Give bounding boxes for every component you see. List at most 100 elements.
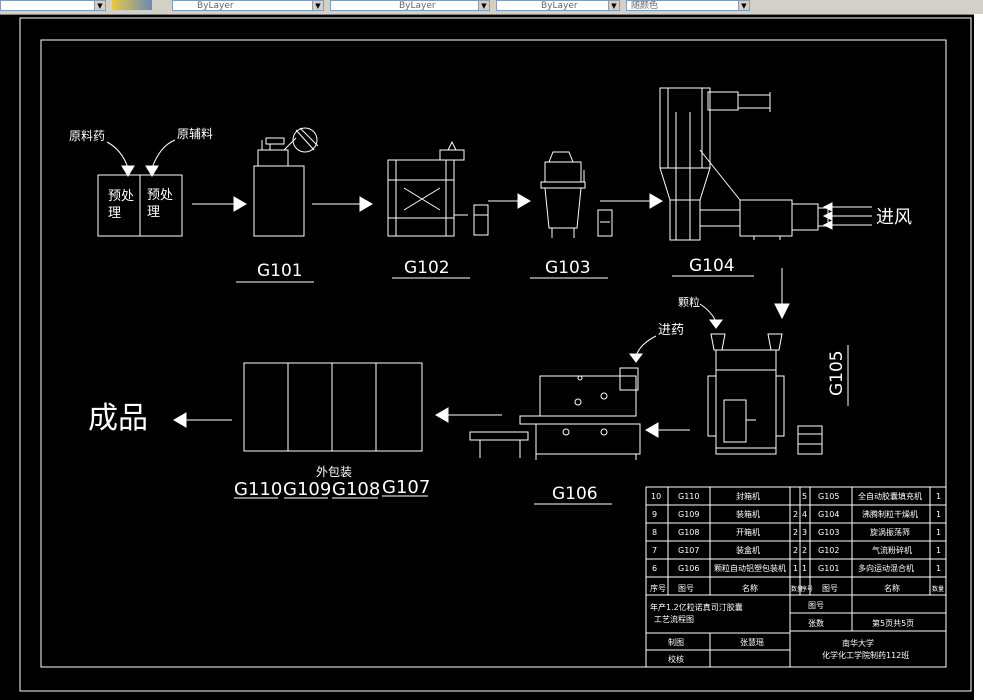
table-cell: 2 xyxy=(793,528,798,537)
g104-granulator-machine xyxy=(659,87,829,241)
chevron-down-icon[interactable]: ▼ xyxy=(312,1,323,10)
table-cell: G101 xyxy=(818,564,839,573)
pretreat-1-line-2: 理 xyxy=(108,206,121,221)
property-toolbar: ▼ ByLayer ▼ ByLayer ▼ ByLayer ▼ 随颜色▼ xyxy=(0,0,983,15)
table-cell: G108 xyxy=(678,528,699,537)
table-cell: 7 xyxy=(652,546,657,555)
table-cell: 1 xyxy=(936,546,941,555)
linetype-combo-value: ByLayer xyxy=(399,1,436,11)
table-cell: 1 xyxy=(802,564,807,573)
g103-label: G103 xyxy=(545,258,591,278)
g106-blister-packer-machine xyxy=(469,367,641,460)
table-cell: 8 xyxy=(652,528,657,537)
table-cell: 装箱机 xyxy=(736,509,760,519)
table-cell: 2 xyxy=(793,546,798,555)
arrow-head-icon xyxy=(517,193,531,209)
raw-aux-label: 原辅料 xyxy=(177,127,213,141)
arrow-head-icon xyxy=(649,193,663,209)
table-cell: 1 xyxy=(936,564,941,573)
arrow-head-icon xyxy=(359,196,373,212)
chevron-down-icon[interactable]: ▼ xyxy=(738,1,749,10)
arrow-head-icon xyxy=(709,319,723,329)
outer-pack-label: 外包装 xyxy=(316,465,352,479)
table-cell: 3 xyxy=(802,528,807,537)
layer-tools-icon[interactable] xyxy=(112,0,152,10)
g101-label: G101 xyxy=(257,261,303,281)
table-header: 名称 xyxy=(742,583,758,593)
pretreat-2-line-2: 理 xyxy=(147,205,160,220)
table-cell: 沸腾制粒干燥机 xyxy=(862,509,918,519)
sheet-outer-frame xyxy=(19,17,972,692)
table-cell: 装盒机 xyxy=(736,545,760,555)
table-cell: 1 xyxy=(936,492,941,501)
g103-screen-machine xyxy=(540,151,613,238)
linetype-combo[interactable]: ByLayer ▼ xyxy=(330,0,490,11)
table-cell: 4 xyxy=(802,510,807,519)
g102-label: G102 xyxy=(404,258,450,278)
product-label: 成品 xyxy=(88,401,148,436)
arrow-head-icon xyxy=(435,407,449,423)
feed-drug-arrow xyxy=(635,335,657,357)
table-cell: G102 xyxy=(818,546,839,555)
drawn-by-value: 张慧瑶 xyxy=(740,637,764,647)
air-in-label: 进风 xyxy=(876,207,912,228)
color-combo[interactable]: ByLayer ▼ xyxy=(172,0,324,11)
g110-label: G110 xyxy=(234,479,282,500)
g105-label: G105 xyxy=(827,350,847,396)
table-header: 名称 xyxy=(884,583,900,593)
table-cell: G105 xyxy=(818,492,839,501)
table-cell: 封箱机 xyxy=(736,491,760,501)
table-cell: 颗粒自动铝塑包装机 xyxy=(714,563,786,573)
table-header: 图号 xyxy=(678,584,694,593)
table-cell: 开箱机 xyxy=(736,527,760,537)
color-combo-value: ByLayer xyxy=(197,1,234,11)
raw-aux-arrow xyxy=(151,139,176,169)
table-cell: 旋涡振荡筛 xyxy=(870,527,910,537)
school-line-1: 南华大学 xyxy=(842,638,874,648)
chevron-down-icon[interactable]: ▼ xyxy=(94,1,105,10)
table-cell: 2 xyxy=(802,546,807,555)
table-cell: 10 xyxy=(651,492,661,501)
g101-mixer-machine xyxy=(253,127,319,237)
table-header: 图号 xyxy=(822,584,838,593)
table-cell: 2 xyxy=(793,510,798,519)
chevron-down-icon[interactable]: ▼ xyxy=(608,1,619,10)
table-cell: 多向运动混合机 xyxy=(858,563,914,573)
right-scroll-strip[interactable] xyxy=(974,14,983,700)
arrow-head-icon xyxy=(233,196,247,212)
parts-list-table-grid xyxy=(645,486,947,668)
drawing-no-label: 图号 xyxy=(808,601,824,610)
plotstyle-combo[interactable]: 随颜色▼ xyxy=(626,0,750,11)
arrow-head-icon xyxy=(645,422,659,438)
layer-combo[interactable]: ▼ xyxy=(0,0,106,11)
outer-packaging-box xyxy=(243,362,423,452)
g105-capsule-filler-machine xyxy=(707,333,823,455)
table-cell: 全自动胶囊填充机 xyxy=(858,491,922,501)
arrow-head-icon xyxy=(145,165,159,177)
arrow-head-icon xyxy=(774,303,790,320)
table-cell: 9 xyxy=(652,510,657,519)
table-cell: G103 xyxy=(818,528,839,537)
pretreat-2-line-1: 预处 xyxy=(147,188,173,203)
table-cell: 5 xyxy=(802,492,807,501)
table-cell: G109 xyxy=(678,510,699,519)
arrow-head-icon xyxy=(173,412,187,428)
table-cell: G107 xyxy=(678,546,699,555)
chevron-down-icon[interactable]: ▼ xyxy=(478,1,489,10)
table-cell: 1 xyxy=(936,528,941,537)
raw-drug-label: 原料药 xyxy=(69,129,105,143)
table-header: 数量 xyxy=(791,585,803,593)
table-cell: 气流粉碎机 xyxy=(872,545,912,555)
drawing-title-line-1: 年产1.2亿粒诺真司汀胶囊 xyxy=(650,602,743,612)
school-line-2: 化学化工学院制药112班 xyxy=(822,650,909,660)
pretreatment-box xyxy=(97,174,183,237)
drawing-title-line-2: 工艺流程图 xyxy=(654,614,694,624)
lineweight-combo-value: ByLayer xyxy=(541,1,578,11)
table-cell: G106 xyxy=(678,564,699,573)
table-cell: 6 xyxy=(652,564,657,573)
checked-by-label: 校核 xyxy=(668,654,684,664)
air-in-arrows xyxy=(822,202,872,230)
arrow-head-icon xyxy=(121,165,135,177)
lineweight-combo[interactable]: ByLayer ▼ xyxy=(496,0,620,11)
